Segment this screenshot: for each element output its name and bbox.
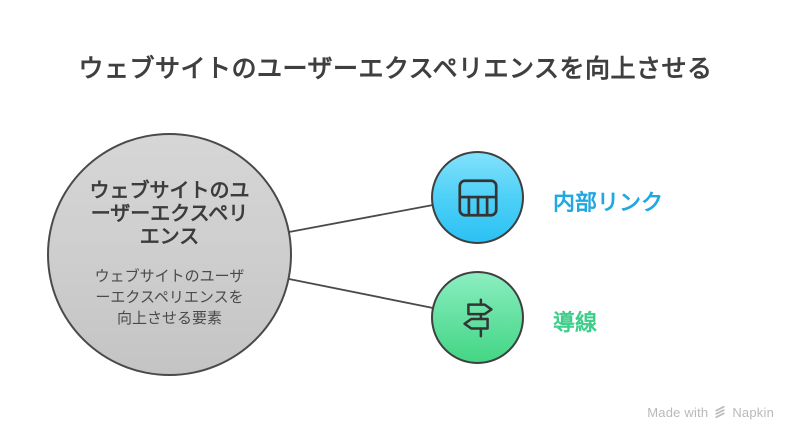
- node-internal-links[interactable]: [431, 151, 524, 244]
- central-topic-heading: ウェブサイトのユ ーザーエクスペリ エンス: [89, 180, 250, 248]
- central-topic-node[interactable]: ウェブサイトのユ ーザーエクスペリ エンス ウェブサイトのユーザ ーエクスペリエ…: [47, 133, 292, 376]
- watermark[interactable]: Made with Napkin: [647, 403, 774, 421]
- central-topic-description: ウェブサイトのユーザ ーエクスペリエンスを 向上させる要素: [94, 268, 245, 327]
- connector-to-traffic-line: [288, 278, 434, 309]
- watermark-brand: Napkin: [732, 404, 774, 420]
- diagram-title: ウェブサイトのユーザーエクスペリエンスを向上させる: [78, 55, 713, 83]
- node-traffic-line-label[interactable]: 導線: [553, 310, 598, 335]
- napkin-logo-icon: [715, 405, 725, 419]
- watermark-text: Made with: [647, 404, 709, 420]
- node-internal-links-label[interactable]: 内部リンク: [553, 190, 664, 215]
- node-traffic-line[interactable]: [431, 271, 524, 364]
- signpost-icon: [462, 298, 493, 337]
- table-layout-icon: [457, 178, 498, 217]
- connector-to-internal-links: [288, 204, 434, 233]
